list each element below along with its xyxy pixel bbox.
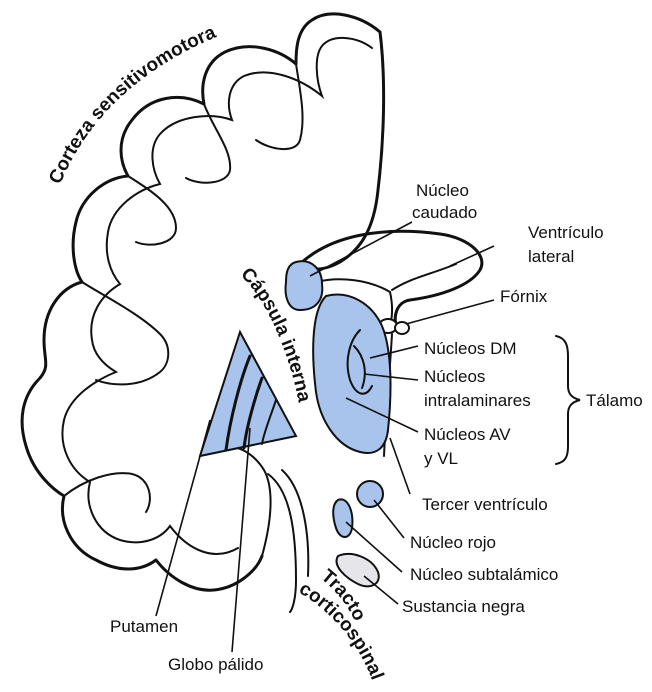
label-corteza-sensitivomotora: Corteza sensitivomotora <box>45 22 219 187</box>
gyrus-fold-4 <box>82 282 168 384</box>
leader-tercer-ventriculo <box>390 438 410 494</box>
gyrus-fold-1 <box>256 64 303 149</box>
thalamus-bracket <box>556 336 580 464</box>
label-fornix: Fórnix <box>500 287 548 306</box>
label-tercer-ventriculo: Tercer ventrículo <box>422 495 548 514</box>
leader-nucleo-caudado <box>310 222 412 276</box>
lateral-ventricle-inner <box>392 264 456 290</box>
label-intralaminares-2: intralaminares <box>424 391 531 410</box>
label-sustancia-negra: Sustancia negra <box>402 597 525 616</box>
caudate-nucleus <box>286 261 323 310</box>
label-nucleo-caudado-2: caudado <box>412 203 477 222</box>
gyrus-fold-5 <box>64 473 150 512</box>
internal-capsule-lower <box>206 446 271 556</box>
leader-nucleo-rojo <box>374 500 404 538</box>
label-ventriculo-2: lateral <box>528 247 574 266</box>
substantia-nigra <box>337 554 379 586</box>
corticospinal-path <box>268 474 296 612</box>
leader-ventriculo <box>450 246 494 266</box>
leader-sustancia-negra <box>364 576 398 604</box>
leader-globo-palido <box>232 428 250 652</box>
subthalamic-nucleus <box>333 499 352 537</box>
label-nucleo-caudado-1: Núcleo <box>416 181 469 200</box>
label-nucleo-subtalamico: Núcleo subtalámico <box>410 565 558 584</box>
label-nucleos-dm: Núcleos DM <box>424 339 517 358</box>
label-globo-palido: Globo pálido <box>168 655 263 674</box>
label-intralaminares-1: Núcleos <box>424 367 485 386</box>
label-ventriculo-1: Ventrículo <box>528 223 604 242</box>
label-talamo: Tálamo <box>586 391 643 410</box>
label-y-vl: y VL <box>424 449 458 468</box>
label-nucleo-rojo: Núcleo rojo <box>410 533 496 552</box>
leader-putamen <box>156 420 210 616</box>
red-nucleus <box>357 481 383 507</box>
label-putamen: Putamen <box>110 617 178 636</box>
thalamus <box>313 295 390 453</box>
label-nucleos-av: Núcleos AV <box>424 425 511 444</box>
leader-fornix <box>406 300 494 324</box>
